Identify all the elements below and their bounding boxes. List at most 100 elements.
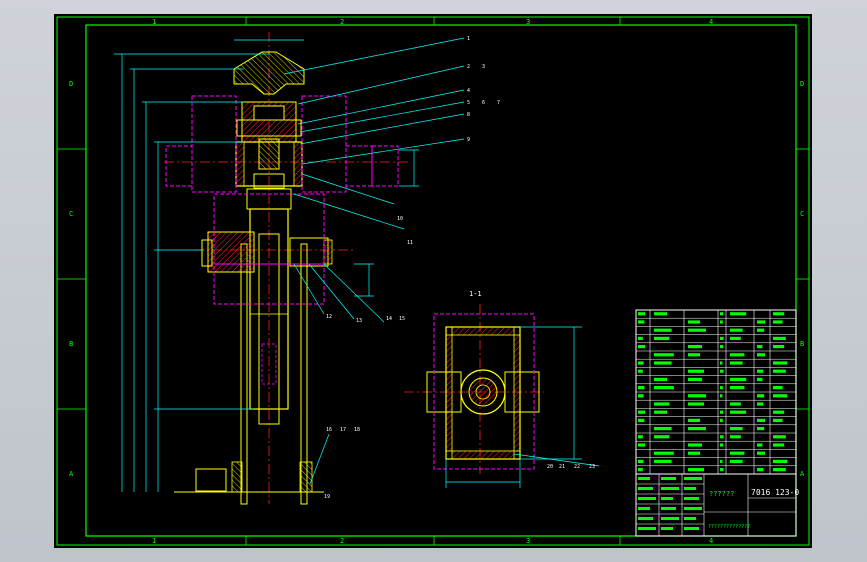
parts-list-columns xyxy=(649,310,771,474)
parts-entry-mark xyxy=(638,369,643,373)
parts-entry-mark xyxy=(638,394,644,398)
zone-labels: 1 2 3 4 1 2 3 4 D C B A D C B A xyxy=(69,18,805,545)
parts-entry-mark xyxy=(720,320,723,324)
right-worm-box[interactable] xyxy=(289,237,329,267)
parts-entry-mark xyxy=(730,377,747,381)
left-shaft-end[interactable] xyxy=(201,239,213,267)
title-entry-mark xyxy=(661,507,676,510)
base-clamp-right[interactable] xyxy=(299,461,313,493)
parts-entry-mark xyxy=(757,320,766,324)
title-entry-mark xyxy=(684,497,699,500)
parts-entry-mark xyxy=(720,418,723,422)
base-foot-left[interactable] xyxy=(195,468,227,492)
section-ring-inner[interactable] xyxy=(468,377,498,407)
section-balloons: 20 21 22 23 xyxy=(547,464,595,470)
upper-nut[interactable] xyxy=(253,105,285,121)
balloon-11: 11 xyxy=(407,240,413,246)
parts-entry-mark xyxy=(773,386,783,390)
drawing-title: ?????? xyxy=(709,490,734,498)
zone-col-4-bottom: 4 xyxy=(709,537,713,545)
parts-entry-mark xyxy=(730,328,743,332)
v-block-handle[interactable] xyxy=(233,51,305,95)
parts-entry-mark xyxy=(654,377,668,381)
section-label: 1-1 xyxy=(469,290,482,298)
right-worm-cap[interactable] xyxy=(323,239,333,265)
title-block[interactable]: ?????? 7016 123-0 ?????????????? xyxy=(635,473,799,537)
lead-screw[interactable] xyxy=(258,233,280,425)
balloon-12: 12 xyxy=(326,314,332,320)
parts-entry-mark xyxy=(688,369,704,373)
title-entry-mark xyxy=(638,527,656,530)
zone-row-b: B xyxy=(69,340,73,348)
parts-entry-mark xyxy=(757,377,763,381)
parts-entry-mark xyxy=(720,345,724,349)
parts-entry-mark xyxy=(688,451,700,455)
balloon-4: 4 xyxy=(467,88,470,94)
title-entry-mark xyxy=(684,527,699,530)
title-entry-mark xyxy=(684,507,702,510)
parts-entry-mark xyxy=(720,435,724,439)
balloon-21: 21 xyxy=(559,464,565,470)
section-left-boss[interactable] xyxy=(426,371,462,413)
main-assembly-view[interactable]: 1 2 3 4 5 6 7 8 9 10 11 12 13 14 15 16 1 xyxy=(114,32,500,505)
parts-entry-mark xyxy=(654,459,672,463)
parts-entry-mark xyxy=(757,418,766,422)
section-right-boss[interactable] xyxy=(504,371,540,413)
title-entry-mark xyxy=(638,497,656,500)
title-entry-mark xyxy=(638,517,653,520)
parts-entry-mark xyxy=(688,353,700,357)
section-1-1-view[interactable]: 1-1 xyxy=(404,290,600,488)
drawing-canvas[interactable]: 1 2 3 4 1 2 3 4 D C B A D C B A xyxy=(54,14,812,548)
parts-entry-mark xyxy=(773,410,785,414)
housing-wall-right xyxy=(293,141,303,187)
drawing-sheet[interactable]: 1 2 3 4 1 2 3 4 D C B A D C B A xyxy=(54,14,812,548)
balloon-13: 13 xyxy=(356,318,362,324)
parts-entry-mark xyxy=(720,312,724,316)
left-worm-gear[interactable] xyxy=(207,231,255,273)
spindle-upper[interactable] xyxy=(258,138,280,170)
parts-entry-mark xyxy=(757,328,765,332)
upper-flange[interactable] xyxy=(236,119,302,137)
title-entry-mark xyxy=(661,487,679,490)
parts-entry-mark xyxy=(757,451,766,455)
parts-entry-mark xyxy=(638,312,646,316)
parts-entry-mark xyxy=(720,394,723,398)
lower-bearing[interactable] xyxy=(253,173,285,189)
parts-entry-mark xyxy=(654,336,670,340)
parts-list[interactable] xyxy=(635,309,797,475)
parts-entry-mark xyxy=(757,443,763,447)
base-clamp-left[interactable] xyxy=(231,461,243,493)
outer-column[interactable] xyxy=(249,208,289,410)
parts-entry-mark xyxy=(688,345,702,349)
parts-entry-mark xyxy=(730,386,745,390)
parts-entry-mark xyxy=(720,336,724,340)
hidden-outlines xyxy=(165,95,399,305)
parts-entry-mark xyxy=(654,402,670,406)
parts-entry-mark xyxy=(773,443,785,447)
parts-entry-mark xyxy=(757,353,766,357)
title-block-entries xyxy=(638,477,702,530)
balloon-2: 2 xyxy=(467,64,470,70)
parts-entry-mark xyxy=(757,369,764,373)
right-post[interactable] xyxy=(300,243,308,505)
zone-row-d-right: D xyxy=(800,80,804,88)
balloon-20: 20 xyxy=(547,464,553,470)
section-right-wall xyxy=(513,334,521,452)
parts-entry-mark xyxy=(688,402,704,406)
zone-row-c: C xyxy=(69,210,73,218)
parts-entry-mark xyxy=(688,468,704,472)
parts-entry-mark xyxy=(773,394,788,398)
parts-entry-mark xyxy=(654,361,672,365)
parts-list-entries xyxy=(638,312,788,472)
parts-entry-mark xyxy=(730,402,741,406)
parts-entry-mark xyxy=(638,418,645,422)
section-hub[interactable] xyxy=(475,384,491,400)
parts-entry-mark xyxy=(773,459,788,463)
parts-entry-mark xyxy=(638,410,646,414)
balloon-8: 8 xyxy=(467,112,470,118)
parts-entry-mark xyxy=(654,410,668,414)
parts-entry-mark xyxy=(773,336,786,340)
drawing-number: 7016 123-0 xyxy=(751,488,799,497)
parts-entry-mark xyxy=(638,443,646,447)
